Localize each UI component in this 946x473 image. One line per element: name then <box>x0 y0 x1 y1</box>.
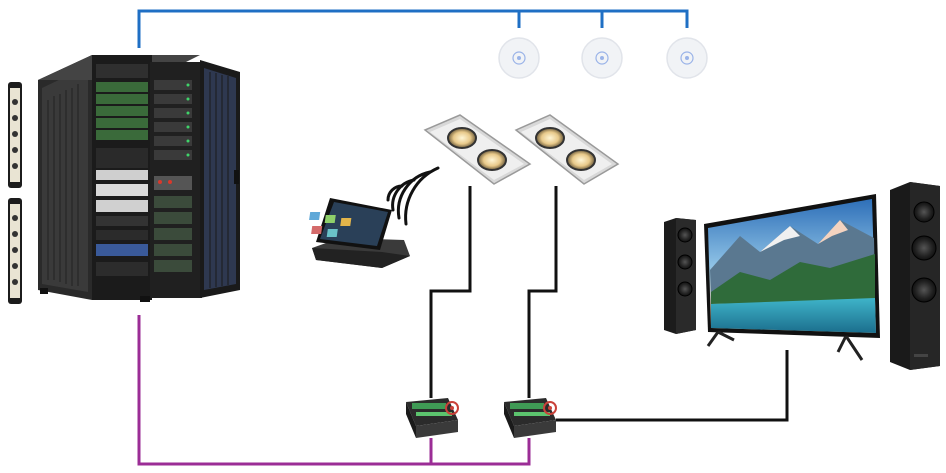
power-outlet-icon <box>12 279 18 285</box>
touch-panel-icon <box>309 198 410 268</box>
recessed-downlight-icon <box>514 114 620 185</box>
power-outlet-icon <box>12 115 18 121</box>
tv <box>704 194 880 361</box>
power-line-light-2 <box>527 186 558 398</box>
floor-speaker-icon <box>664 218 696 334</box>
wifi-access-point-icon <box>498 37 540 79</box>
recessed-downlight-icon <box>423 114 532 185</box>
power-outlet-icon <box>12 163 18 169</box>
connection-lines <box>137 9 789 466</box>
dimmer-module-icon <box>406 398 459 438</box>
dimmer-module-2 <box>504 398 557 438</box>
wireless-signal-icon <box>386 166 440 226</box>
power-strip-bottom <box>8 198 22 304</box>
floor-speaker-icon <box>890 182 940 370</box>
server-rack <box>38 55 240 302</box>
wifi-access-point-1 <box>498 37 540 79</box>
power-outlet-icon <box>12 131 18 137</box>
power-outlet-icon <box>12 231 18 237</box>
server-rack-icon <box>38 55 240 302</box>
power-outlet-icon <box>12 99 18 105</box>
power-outlet-icon <box>12 147 18 153</box>
power-outlet-icon <box>12 263 18 269</box>
control-line <box>137 315 531 466</box>
touch-panel <box>309 166 440 268</box>
wifi-access-point-icon <box>581 37 623 79</box>
wifi-access-point-icon <box>666 37 708 79</box>
wifi-access-point-2 <box>581 37 623 79</box>
speaker-left <box>664 218 696 334</box>
dimmer-module-1 <box>406 398 459 438</box>
television-icon <box>704 194 880 361</box>
power-strip-top <box>8 82 22 188</box>
network-line <box>137 9 689 48</box>
wifi-access-point-3 <box>666 37 708 79</box>
power-line-tv <box>556 350 789 422</box>
dimmer-module-icon <box>504 398 557 438</box>
downlight-1 <box>423 114 532 185</box>
power-outlet-icon <box>12 247 18 253</box>
power-line-light-1 <box>429 186 472 398</box>
power-outlet-icon <box>12 215 18 221</box>
downlight-2 <box>514 114 620 185</box>
speaker-right <box>890 182 940 370</box>
